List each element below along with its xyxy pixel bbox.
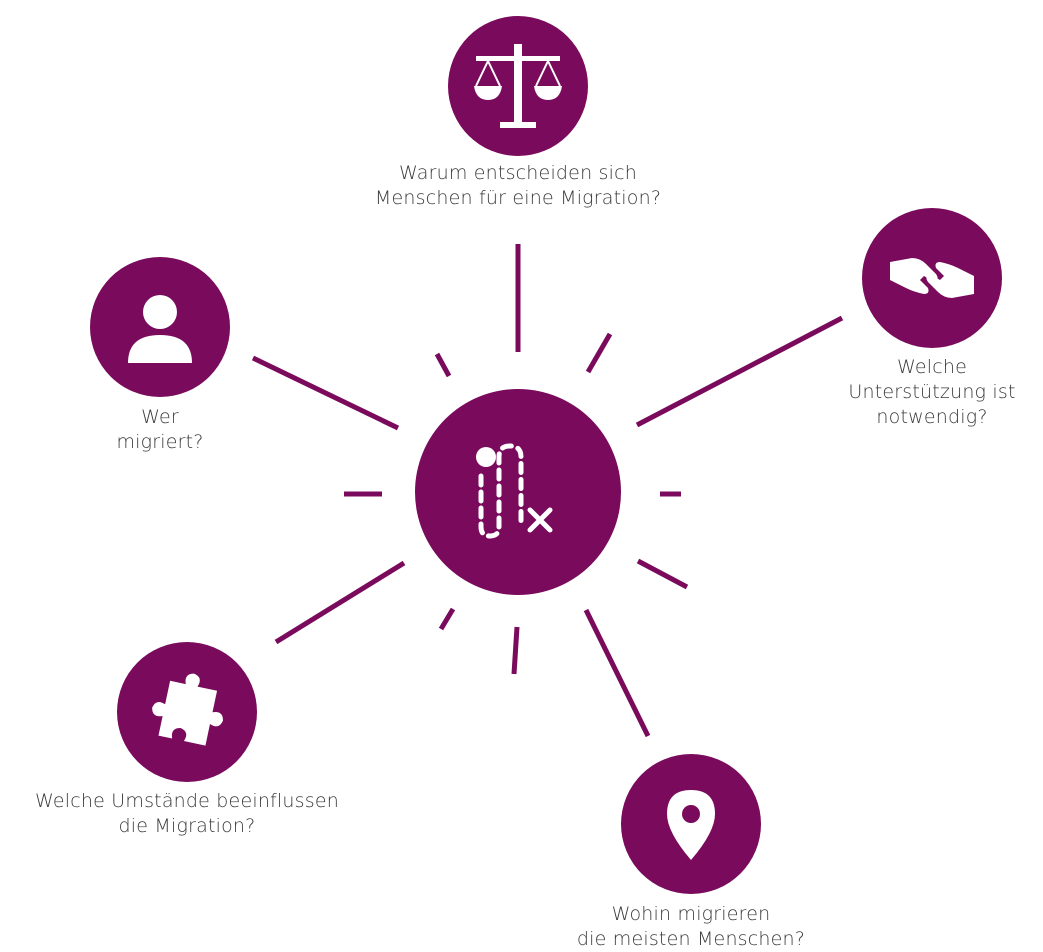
label-line: Wohin migrieren [611,903,771,925]
label-line: notwendig? [876,406,988,428]
node-support [862,208,1002,348]
connector-right [635,315,844,428]
ray-lower-right [636,558,689,590]
label-line: Welche Umstände beeinflussen [35,790,339,812]
connector-bottom-right [583,608,651,738]
label-support: Welche Unterstützung ist notwendig? [836,355,1028,430]
node-why-migrate [448,16,588,156]
connector-left [251,355,400,431]
label-why-migrate: Warum entscheiden sich Menschen für eine… [368,161,668,211]
node-who-migrates [90,257,230,397]
hands-icon [890,258,974,298]
ray-bottom [511,626,520,675]
label-destinations: Wohin migrieren die meisten Menschen? [561,902,821,952]
ray-lower-left [438,607,456,631]
label-line: die meisten Menschen? [576,928,806,950]
label-line: Unterstützung ist [848,381,1016,403]
route-start-end-icon [476,443,553,539]
label-who-migrates: Wer migriert? [80,405,240,455]
label-line: Welche [896,356,968,378]
person-icon [128,292,192,363]
label-circumstances: Welche Umstände beeinflussen die Migrati… [17,789,357,839]
ray-upper-left [434,352,452,378]
node-destinations [621,754,761,894]
label-line: die Migration? [118,815,256,837]
map-pin-icon [667,790,715,860]
node-circumstances [117,642,257,782]
connector-bottom-left [274,560,406,645]
center-node [415,389,621,595]
ray-upper-right [585,332,613,374]
label-line: Wer [141,406,179,428]
label-line: Menschen für eine Migration? [374,187,662,209]
label-line: migriert? [116,431,204,453]
puzzle-piece-icon [152,673,223,746]
label-line: Warum entscheiden sich [398,162,638,184]
scales-icon [474,44,562,128]
